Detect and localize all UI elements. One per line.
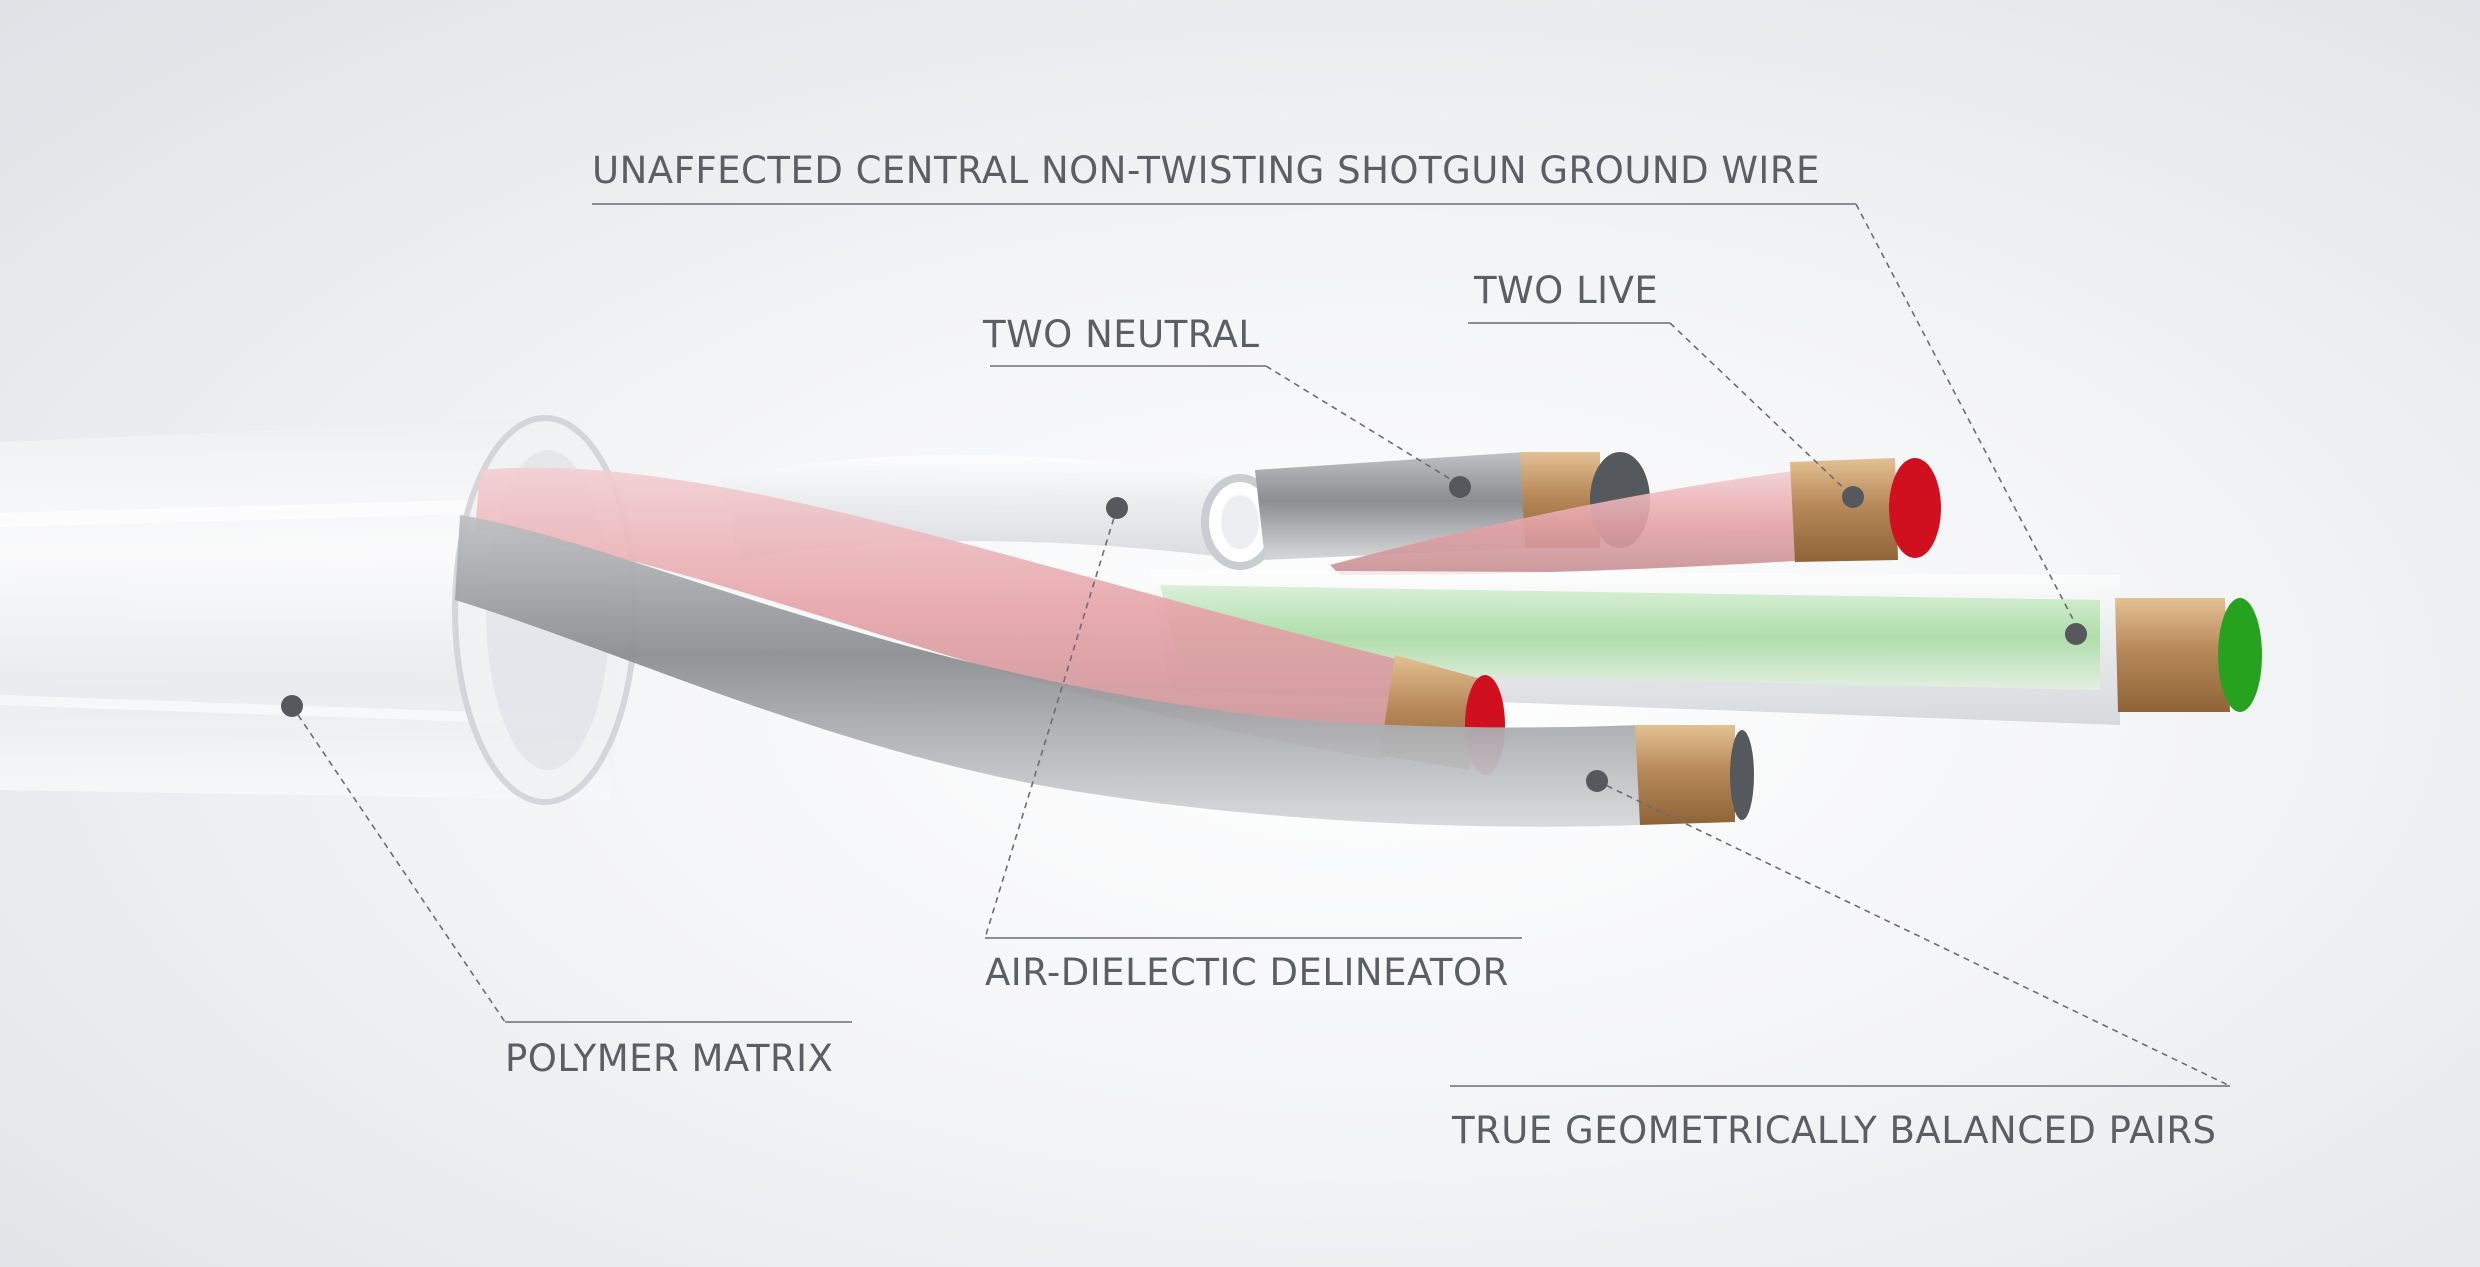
label-polymer-matrix: POLYMER MATRIX <box>505 1037 834 1080</box>
neutral-wire-lower <box>455 515 1754 827</box>
marker-dot-air <box>1106 497 1128 519</box>
leader-lines <box>291 203 2231 1087</box>
marker-dot-neutral <box>1449 476 1471 498</box>
label-air-dielectric: AIR-DIELECTIC DELINEATOR <box>985 951 1509 994</box>
marker-dot-polymer <box>281 695 303 717</box>
label-balanced-pairs: TRUE GEOMETRICALLY BALANCED PAIRS <box>1452 1109 2217 1152</box>
neutral-core-lower-icon <box>1730 730 1754 820</box>
live-core-upper-icon <box>1889 458 1941 558</box>
air-dielectric-tube <box>720 454 1279 570</box>
live-wire-upper <box>1330 458 1941 575</box>
ground-core-icon <box>2218 598 2262 712</box>
label-two-live: TWO LIVE <box>1474 269 1659 312</box>
marker-dot-live <box>1842 486 1864 508</box>
label-ground-wire: UNAFFECTED CENTRAL NON-TWISTING SHOTGUN … <box>592 149 1820 192</box>
marker-dot-ground <box>2065 623 2087 645</box>
label-two-neutral: TWO NEUTRAL <box>983 313 1260 356</box>
marker-dot-pairs <box>1586 770 1608 792</box>
marker-dots <box>281 476 2087 792</box>
